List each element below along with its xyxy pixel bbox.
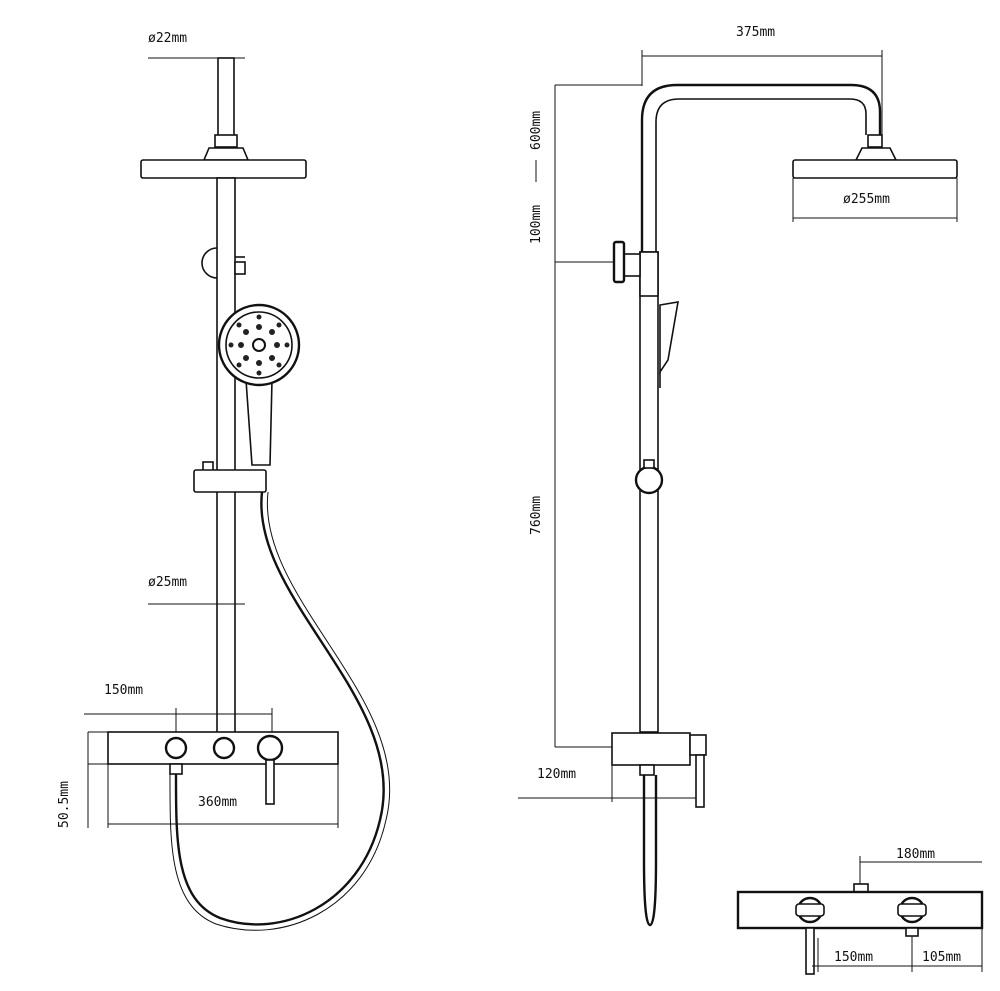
side-rain-head	[792, 159, 958, 179]
front-hand-shower-nozzles	[228, 314, 290, 376]
front-riser-pipe	[216, 177, 236, 734]
dim-side-column-height: 760mm	[529, 496, 544, 535]
dim-front-mixer-width: 360mm	[198, 795, 237, 810]
dim-front-mixer-inner: 150mm	[104, 683, 143, 698]
front-hand-shower	[217, 303, 301, 466]
side-hose	[642, 775, 658, 927]
detail-right-valve	[897, 896, 927, 937]
dim-side-arm-reach: 375mm	[736, 25, 775, 40]
front-hose	[174, 491, 385, 926]
dim-front-main-pipe: ø25mm	[148, 575, 187, 590]
side-view: 375mm ø255mm 600mm 100mm 760mm 120mm	[518, 25, 958, 927]
front-rain-head	[140, 159, 307, 179]
front-mixer	[107, 731, 339, 805]
dim-detail-end-offset: 105mm	[922, 950, 961, 965]
front-bracket	[201, 247, 246, 279]
side-arm	[640, 83, 882, 252]
dim-side-height-range: 600mm	[529, 111, 544, 150]
side-hand-shower	[659, 301, 679, 375]
side-slider-knob	[634, 465, 664, 495]
detail-left-valve	[795, 896, 825, 975]
side-mixer	[611, 732, 707, 808]
dim-front-top-pipe: ø22mm	[148, 31, 187, 46]
mixer-top-detail: 180mm 150mm 105mm	[736, 847, 984, 975]
dim-side-height-range-low: 100mm	[529, 205, 544, 244]
dim-side-mixer-depth: 120mm	[537, 767, 576, 782]
dim-side-head-diameter: ø255mm	[843, 192, 890, 207]
front-top-pipe	[202, 57, 250, 161]
dim-front-mixer-height: 50.5mm	[57, 781, 72, 828]
dim-detail-outlet-offset: 180mm	[896, 847, 935, 862]
dim-detail-centres: 150mm	[834, 950, 873, 965]
front-slide-holder	[193, 461, 267, 493]
front-view: ø22mm ø25mm 150mm 360mm 50.5mm	[57, 31, 391, 931]
side-bracket	[612, 240, 659, 297]
detail-mixer-body	[736, 890, 984, 930]
